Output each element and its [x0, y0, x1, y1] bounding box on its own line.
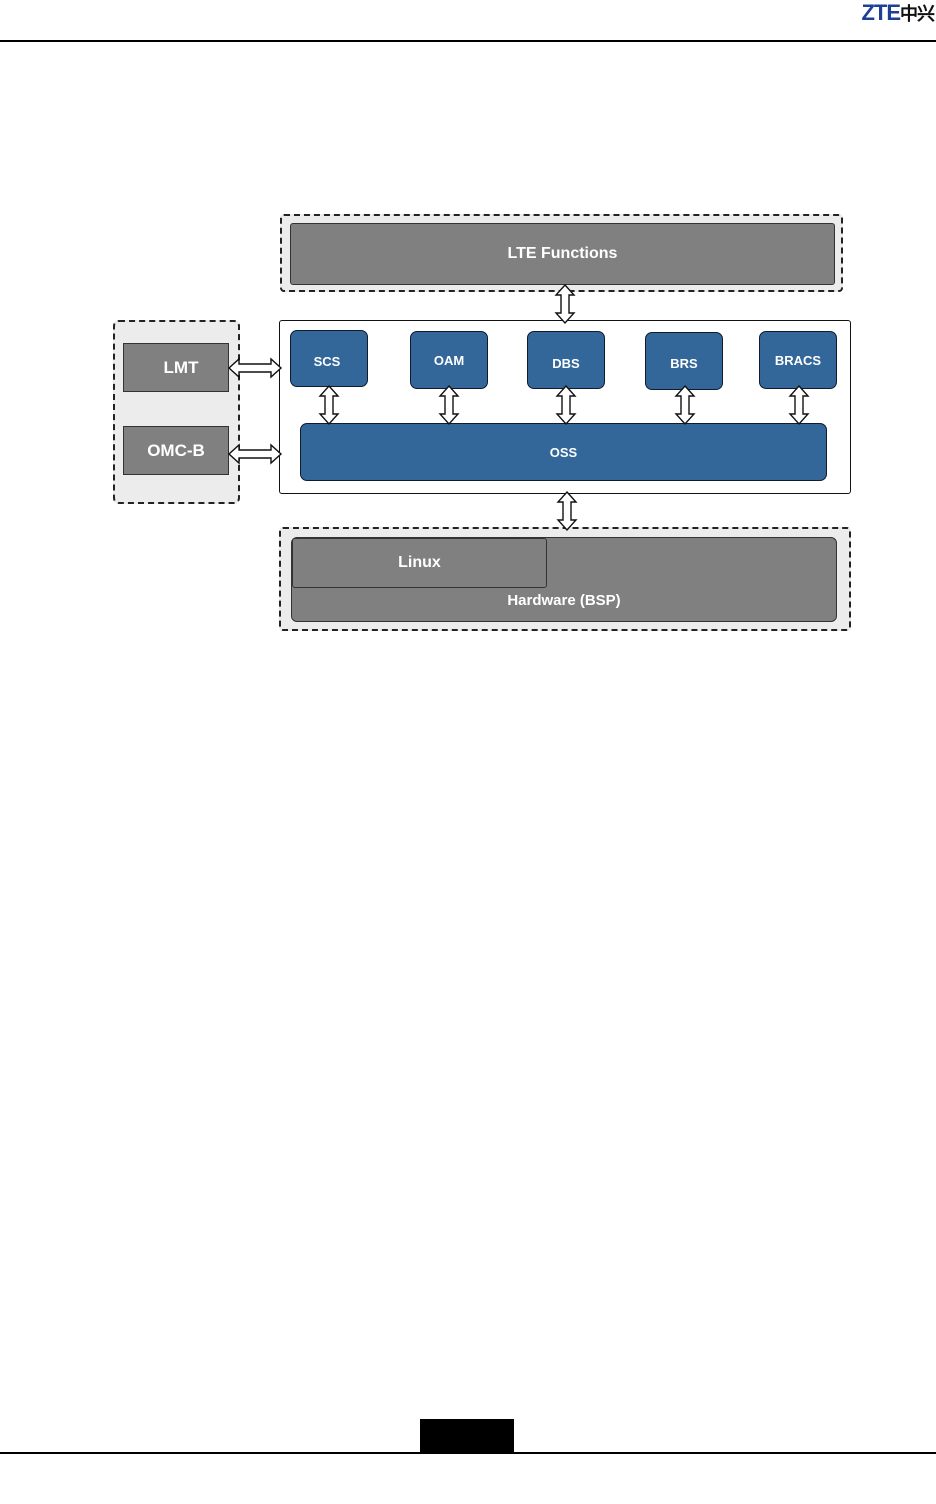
arrow-lte-platform [556, 285, 574, 323]
arrow-omcb-platform [229, 445, 281, 463]
architecture-diagram: LTE Functions LMT OMC-B SCS OAM DBS BRS … [0, 0, 936, 700]
arrow-brs-oss [676, 386, 694, 424]
footer-rule [0, 1452, 936, 1454]
arrow-lmt-platform [229, 359, 281, 377]
arrow-scs-oss [320, 386, 338, 424]
arrow-bracs-oss [790, 386, 808, 424]
arrow-platform-hardware [558, 492, 576, 530]
page-number-tab [420, 1419, 514, 1454]
arrow-dbs-oss [557, 386, 575, 424]
connector-arrows [0, 0, 936, 700]
arrow-oam-oss [440, 386, 458, 424]
